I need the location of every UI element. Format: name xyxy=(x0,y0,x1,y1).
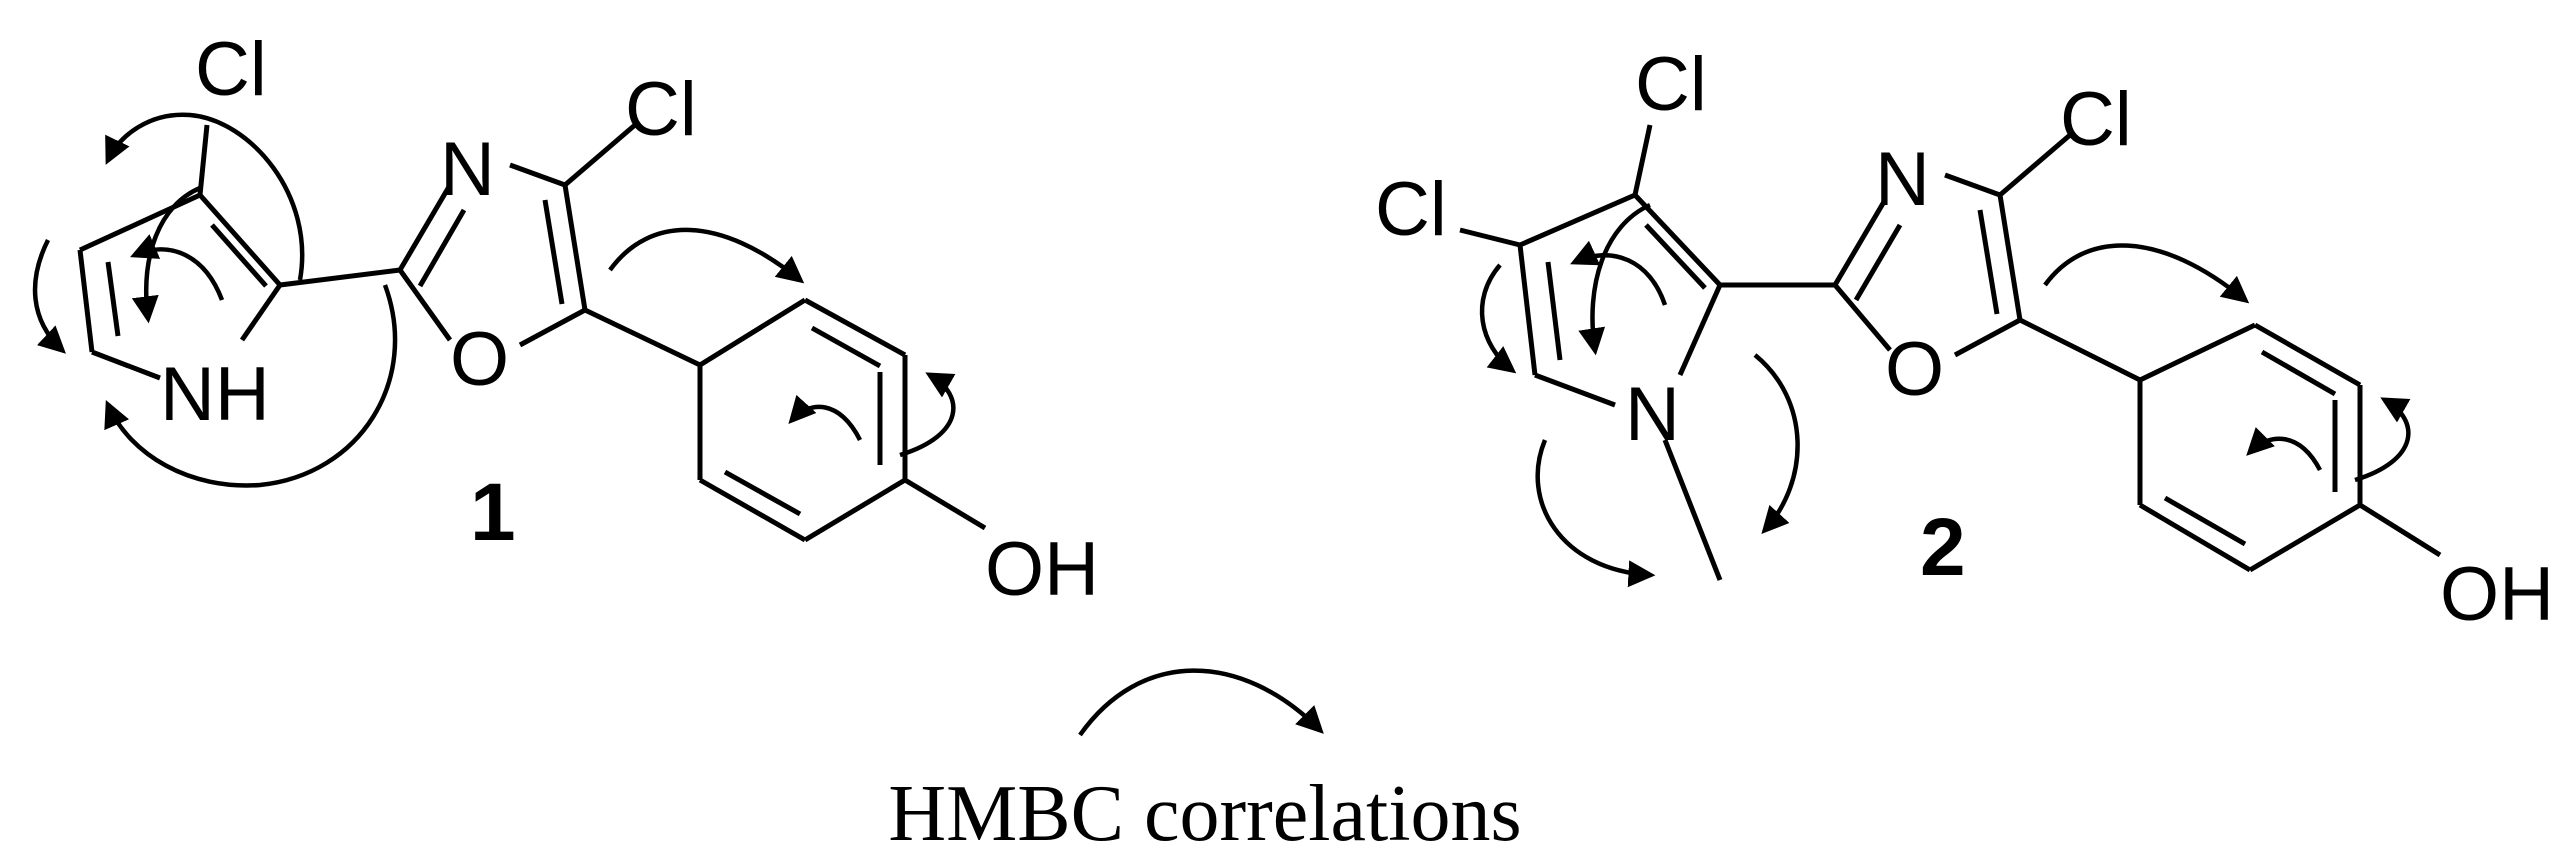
legend: HMBC correlations xyxy=(888,668,1522,858)
compound-2-oxazole-o-label: O xyxy=(1885,327,1944,412)
compound-2-oxazole-cl-label: Cl xyxy=(2060,77,2132,162)
compound-1-oxazole-n-label: N xyxy=(440,127,495,212)
compound-2-oxazole-n-label: N xyxy=(1875,137,1930,222)
compound-1-oxazole-o-label: O xyxy=(450,317,509,402)
compound-1-phenol-oh-label: OH xyxy=(985,527,1099,612)
compound-1-linker-bond xyxy=(279,267,401,288)
compound-1: Cl NH N O Cl OH 1 xyxy=(32,27,1099,612)
compound-2-oxazole-bonds xyxy=(1832,133,2072,358)
compound-1-number: 1 xyxy=(470,467,516,558)
compound-2: Cl Cl N N O Cl OH 2 xyxy=(1375,42,2554,637)
compound-2-number: 2 xyxy=(1920,502,1966,593)
compound-1-phenyl-bonds xyxy=(583,297,987,543)
compound-2-phenol-oh-label: OH xyxy=(2440,552,2554,637)
compound-1-oxazole-bonds xyxy=(397,123,637,348)
compound-2-pyrrole-bonds xyxy=(1459,124,1723,581)
legend-arrow xyxy=(1078,668,1324,737)
compound-2-pyrrole-cl-left-label: Cl xyxy=(1375,167,1447,252)
compound-1-pyrrole-nh-label: NH xyxy=(160,352,270,437)
compound-1-oxazole-cl-label: Cl xyxy=(625,67,697,152)
compound-2-phenyl-bonds xyxy=(2018,317,2442,573)
compound-1-pyrrole-cl-label: Cl xyxy=(195,27,267,112)
compound-1-pyrrole-bonds xyxy=(77,124,283,381)
compound-2-pyrrole-cl-top-label: Cl xyxy=(1635,42,1707,127)
compound-2-hmbc-arrows xyxy=(1479,202,2411,588)
compound-1-hmbc-arrows xyxy=(32,112,956,488)
compound-2-pyrrole-n-label: N xyxy=(1625,372,1680,457)
legend-label: HMBC correlations xyxy=(888,770,1521,858)
